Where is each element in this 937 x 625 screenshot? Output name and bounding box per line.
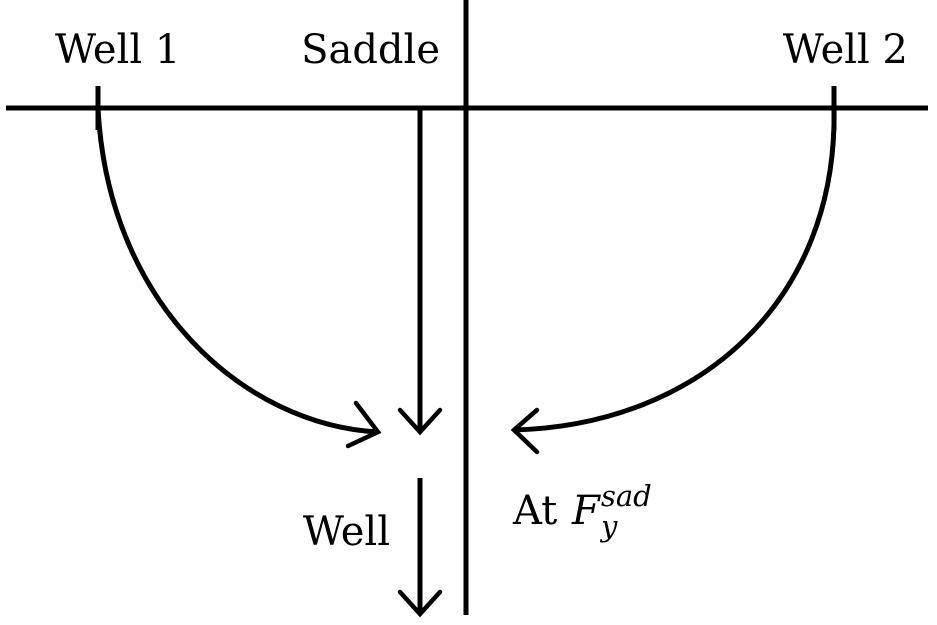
force-subscript: y <box>599 509 618 543</box>
at-label: At <box>512 488 557 534</box>
force-symbol-group: F sad y <box>571 479 652 543</box>
well-arrowhead <box>397 589 443 618</box>
force-superscript: sad <box>601 479 652 513</box>
well1-curve <box>95 107 379 435</box>
force-symbol: F <box>571 488 601 534</box>
well2-curve-arrowhead <box>510 407 540 455</box>
well2-curve <box>513 107 837 433</box>
well1-label: Well 1 <box>55 27 180 73</box>
well1-curve-arrowhead <box>345 400 382 449</box>
saddle-label: Saddle <box>301 27 440 73</box>
saddle-arrowhead <box>397 407 443 436</box>
well-label: Well <box>303 509 390 555</box>
well2-label: Well 2 <box>783 27 908 73</box>
